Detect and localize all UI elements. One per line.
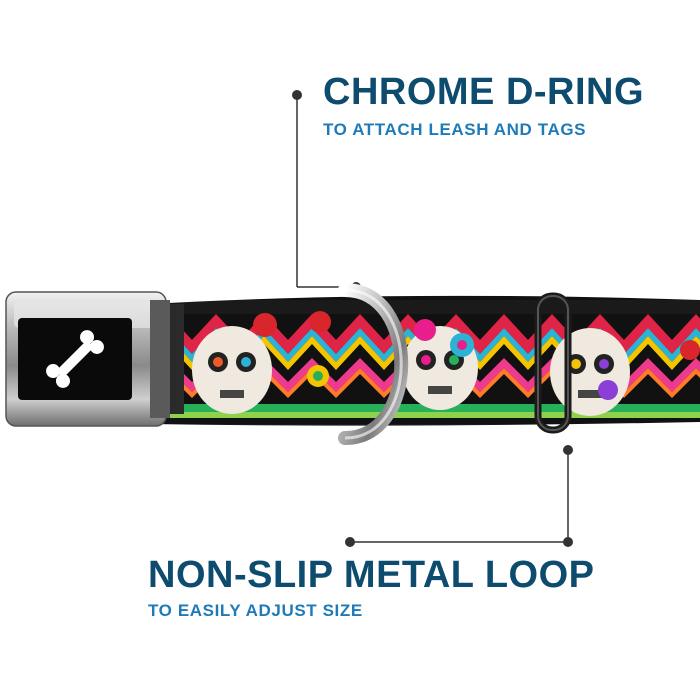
metal-slide-loop: [534, 292, 572, 434]
leader-dot-dring-start: [292, 90, 302, 100]
leader-dot-loop-end: [345, 537, 355, 547]
callout-dring-title: CHROME D-RING: [323, 71, 645, 113]
sugar-skull-motif: [192, 326, 272, 414]
callout-dring: CHROME D-RING TO ATTACH LEASH AND TAGS: [323, 72, 644, 140]
callout-loop-title: NON-SLIP METAL LOOP: [148, 554, 595, 596]
collar-strap: [150, 295, 700, 426]
callout-loop: NON-SLIP METAL LOOP TO EASILY ADJUST SIZ…: [148, 555, 595, 621]
leader-line-loop: [350, 450, 569, 543]
bone-icon: [46, 330, 104, 388]
callout-loop-subtitle: TO EASILY ADJUST SIZE: [148, 601, 363, 620]
leader-dot-loop-start: [563, 445, 573, 455]
sugar-skull-motif: [550, 328, 630, 416]
callout-dring-subtitle: TO ATTACH LEASH AND TAGS: [323, 120, 587, 139]
leader-dot-loop-mid: [563, 537, 573, 547]
flower-motif: [253, 311, 700, 400]
seatbelt-buckle: [5, 291, 184, 427]
